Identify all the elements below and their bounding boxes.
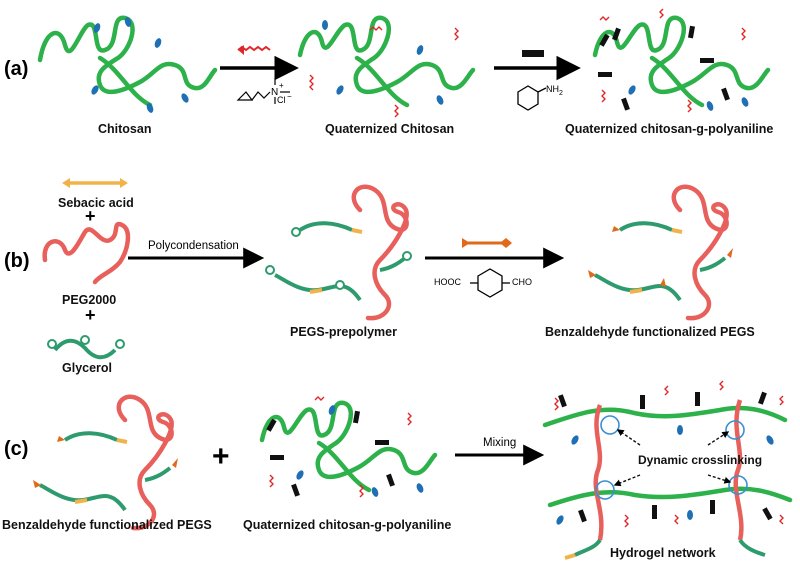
aniline-nh2-label: NH2: [546, 84, 563, 97]
quat-reagent-icon: [237, 45, 271, 55]
label-dynamic-crosslinking: Dynamic crosslinking: [638, 453, 763, 467]
label-glycerol: Glycerol: [62, 361, 113, 375]
reagent-n-label: N: [271, 87, 278, 98]
benzaldehyde-pegs-molecule: [588, 184, 733, 321]
label-qcs-g-pani-c: Quaternized chitosan-g-polyaniline: [243, 518, 452, 532]
label-polycondensation: Polycondensation: [148, 240, 239, 252]
label-benzaldehyde-pegs-c: Benzaldehyde functionalized PEGS: [2, 518, 212, 532]
plus-sign-1: +: [85, 206, 96, 226]
terephthalaldehydic-acid-structure: [470, 268, 510, 298]
gtmac-structure: [236, 78, 290, 104]
aniline-structure: [517, 85, 547, 111]
label-quaternized-chitosan: Quaternized Chitosan: [325, 122, 455, 136]
label-mixing: Mixing: [483, 437, 517, 449]
label-peg2000: PEG2000: [62, 293, 117, 307]
reagent-cl-label: Cl: [277, 95, 286, 105]
hydrogel-network: [542, 380, 793, 560]
label-qcs-g-pani: Quaternized chitosan-g-polyaniline: [565, 122, 774, 136]
plus-sign-2: +: [85, 305, 96, 325]
label-hydrogel-network: Hydrogel network: [610, 546, 716, 560]
qcs-g-pani-molecule-c: [259, 396, 438, 498]
qcs-g-pani-molecule: [592, 8, 771, 113]
pegs-prepolymer-molecule: [265, 184, 412, 321]
glycerol-icon: [47, 335, 125, 360]
panel-label-b: (b): [4, 250, 30, 272]
label-sebacic-acid: Sebacic acid: [58, 196, 134, 210]
chitosan-molecule: [37, 15, 218, 113]
reagent-plus-charge: +: [279, 81, 284, 90]
benzaldehyde-pegs-molecule-c: [33, 394, 178, 531]
reagent-cl-charge: −: [287, 92, 292, 101]
label-cho: CHO: [512, 277, 532, 287]
label-chitosan: Chitosan: [98, 122, 152, 136]
label-benzaldehyde-pegs: Benzaldehyde functionalized PEGS: [545, 325, 755, 339]
sebacic-acid-icon: [62, 178, 128, 188]
pani-reagent-icon: [522, 50, 544, 57]
peg2000-chain: [42, 221, 131, 285]
label-pegs-prepolymer: PEGS-prepolymer: [290, 325, 397, 339]
panel-label-c: (c): [4, 438, 29, 460]
label-hooc: HOOC: [434, 277, 461, 287]
panel-label-a: (a): [4, 58, 29, 80]
quaternized-chitosan-molecule: [297, 15, 476, 118]
plus-sign-3: +: [212, 440, 230, 473]
aldehyde-reagent-icon: [462, 238, 512, 248]
